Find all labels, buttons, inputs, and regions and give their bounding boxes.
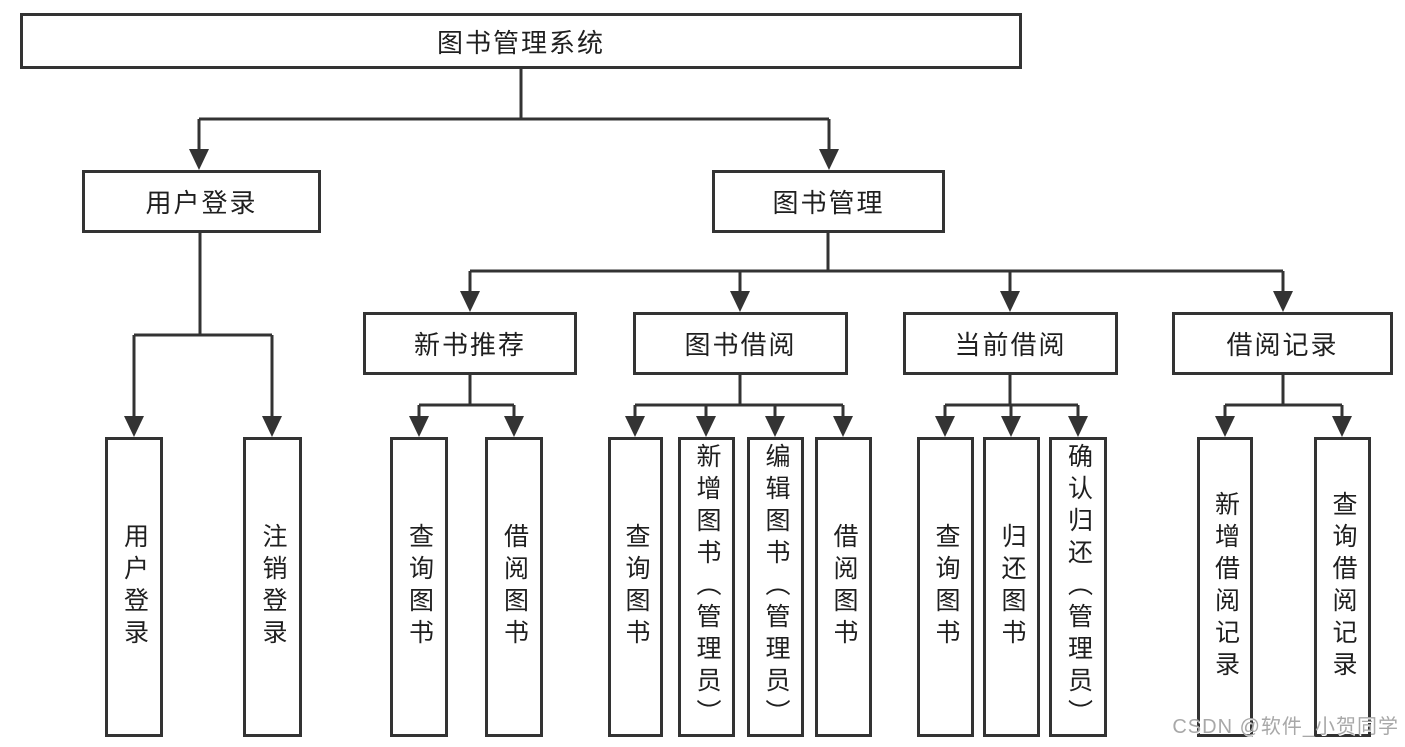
node-book-borrowing-label: 图书借阅 bbox=[684, 330, 797, 360]
connector-borrowing-to-leaves bbox=[625, 375, 853, 437]
leaf-return-book-label: 归还图书 bbox=[998, 523, 1026, 651]
leaf-edit-book-admin-label: 编辑图书（管理员） bbox=[762, 443, 790, 731]
node-borrowing-records-label: 借阅记录 bbox=[1226, 330, 1339, 360]
leaf-add-book-admin: 新增图书（管理员） bbox=[678, 437, 735, 737]
leaf-user-login: 用户登录 bbox=[105, 437, 163, 737]
node-root-label: 图书管理系统 bbox=[436, 27, 605, 58]
leaf-user-login-label: 用户登录 bbox=[120, 523, 149, 651]
leaf-add-borrow-record-label: 新增借阅记录 bbox=[1211, 491, 1240, 683]
leaf-query-borrow-record-label: 查询借阅记录 bbox=[1329, 491, 1357, 683]
leaf-logout: 注销登录 bbox=[243, 437, 302, 737]
leaf-query-books-borrowing-label: 查询图书 bbox=[622, 523, 650, 651]
node-user-login: 用户登录 bbox=[82, 170, 321, 233]
leaf-confirm-return-admin: 确认归还（管理员） bbox=[1049, 437, 1107, 737]
connector-root-to-level2 bbox=[189, 69, 839, 170]
leaf-borrow-books-borrowing: 借阅图书 bbox=[815, 437, 872, 737]
leaf-logout-label: 注销登录 bbox=[259, 523, 287, 651]
node-book-borrowing: 图书借阅 bbox=[633, 312, 848, 375]
connector-current-to-leaves bbox=[935, 375, 1088, 437]
connector-login-to-leaves bbox=[124, 233, 282, 437]
connector-newbook-to-leaves bbox=[409, 375, 524, 437]
leaf-edit-book-admin: 编辑图书（管理员） bbox=[747, 437, 804, 737]
leaf-query-books-current: 查询图书 bbox=[917, 437, 974, 737]
watermark: CSDN @软件_小贺同学 bbox=[1172, 716, 1399, 738]
leaf-query-books-recommend: 查询图书 bbox=[390, 437, 448, 737]
leaf-query-books-current-label: 查询图书 bbox=[932, 523, 960, 651]
node-current-borrowing: 当前借阅 bbox=[903, 312, 1118, 375]
leaf-confirm-return-admin-label: 确认归还（管理员） bbox=[1064, 443, 1093, 731]
node-root: 图书管理系统 bbox=[20, 13, 1022, 69]
node-new-book-recommendation-label: 新书推荐 bbox=[413, 330, 526, 360]
connector-management-to-level3 bbox=[460, 233, 1293, 312]
node-book-management: 图书管理 bbox=[712, 170, 945, 233]
node-user-login-label: 用户登录 bbox=[145, 188, 258, 218]
node-borrowing-records: 借阅记录 bbox=[1172, 312, 1393, 375]
leaf-query-books-borrowing: 查询图书 bbox=[608, 437, 663, 737]
leaf-query-books-recommend-label: 查询图书 bbox=[405, 523, 434, 651]
leaf-query-borrow-record: 查询借阅记录 bbox=[1314, 437, 1371, 737]
leaf-borrow-books-recommend: 借阅图书 bbox=[485, 437, 543, 737]
leaf-return-book: 归还图书 bbox=[983, 437, 1040, 737]
leaf-add-borrow-record: 新增借阅记录 bbox=[1197, 437, 1253, 737]
connector-records-to-leaves bbox=[1215, 375, 1352, 437]
node-current-borrowing-label: 当前借阅 bbox=[954, 330, 1067, 360]
leaf-borrow-books-recommend-label: 借阅图书 bbox=[500, 523, 529, 651]
leaf-borrow-books-borrowing-label: 借阅图书 bbox=[830, 523, 858, 651]
node-book-management-label: 图书管理 bbox=[772, 188, 885, 218]
leaf-add-book-admin-label: 新增图书（管理员） bbox=[693, 443, 721, 731]
node-new-book-recommendation: 新书推荐 bbox=[363, 312, 577, 375]
